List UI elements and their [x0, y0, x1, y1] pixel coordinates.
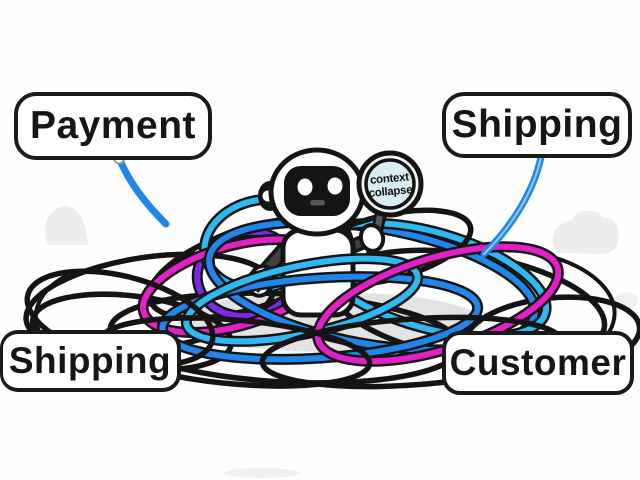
background-rock-left — [44, 206, 88, 245]
label-shipping-bottom-left: Shipping — [0, 330, 181, 392]
label-payment: Payment — [14, 92, 212, 160]
label-shipping-top-right: Shipping — [442, 92, 632, 158]
label-shipping-tr-text: Shipping — [451, 103, 623, 146]
robot-mouth — [310, 200, 325, 206]
label-customer: Customer — [442, 331, 634, 395]
label-shipping-bl-text: Shipping — [8, 340, 172, 381]
magnifier-text-line2: collapse — [368, 184, 413, 200]
background-cloud-right — [552, 210, 619, 254]
label-payment-text: Payment — [29, 104, 197, 147]
robot-hand-right — [358, 223, 386, 253]
ground-shadow-small — [224, 468, 300, 478]
robot-eye-left — [297, 178, 313, 196]
magnifying-glass: context collapse — [356, 150, 424, 260]
shipping-wire — [480, 153, 545, 258]
label-customer-text: Customer — [449, 342, 627, 383]
payment-wire — [115, 154, 170, 228]
robot-eye-right — [327, 177, 343, 195]
magnifier-lens — [364, 158, 416, 210]
magnifier-text-line1: context — [370, 171, 410, 186]
